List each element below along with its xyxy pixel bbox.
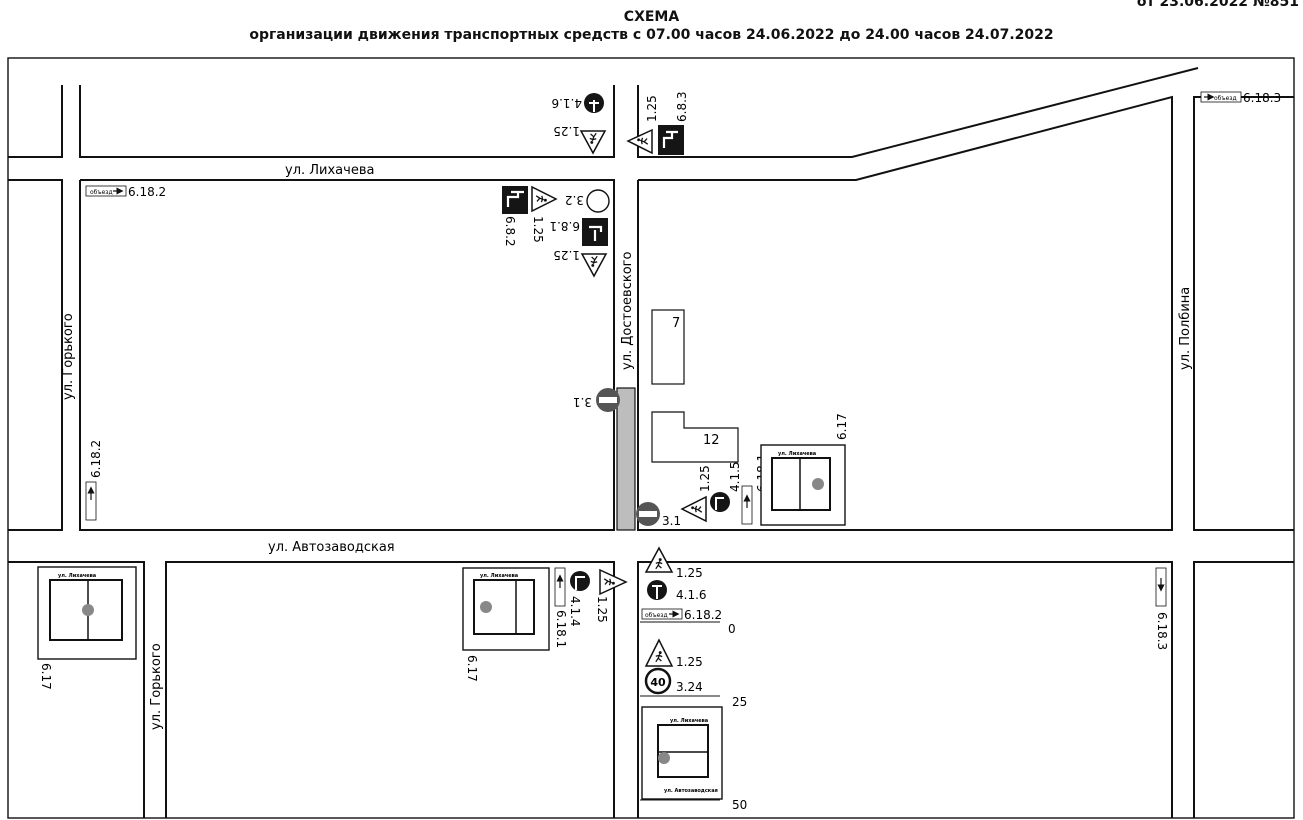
scheme-subtitle: организации движения транспортных средст… — [249, 27, 1054, 43]
road-edges — [8, 67, 1294, 818]
dead-end-sign-6-8-2 — [502, 186, 528, 214]
street-label-avtozavodskaya: ул. Автозаводская — [268, 540, 395, 555]
sign-code-1-25-mid-a: 1.25 — [531, 216, 545, 243]
detour-sign-6-18-2-left-vertical — [85, 481, 97, 521]
decree-reference: от 23.06.2022 №851 — [1136, 0, 1299, 10]
roadworks-sign-1-25-avto-c — [644, 546, 674, 573]
no-entry-sign-3-1-lower — [636, 502, 660, 526]
sign-code-6-18-3-right-vertical: 6.18.3 — [1155, 612, 1169, 650]
sign-code-4-1-5: 4.1.5 — [728, 461, 742, 492]
sign-code-6-17-upper: 6.17 — [835, 413, 849, 440]
street-label-polbina: ул. Полбина — [1178, 287, 1193, 370]
direction-sign-4-1-5 — [710, 492, 730, 512]
sign-code-4-1-4: 4.1.4 — [568, 596, 582, 627]
sign-code-3-1-lower: 3.1 — [662, 514, 681, 528]
closed-road-section — [616, 387, 636, 531]
sign-code-1-25-avto-c: 1.25 — [676, 566, 703, 580]
dead-end-sign-6-8-1 — [582, 218, 608, 246]
no-traffic-sign-3-2 — [586, 189, 610, 213]
svg-text:объезд: объезд — [1214, 95, 1237, 102]
sign-code-6-18-2-south: 6.18.2 — [684, 608, 722, 622]
distance-label-0: 0 — [728, 622, 736, 636]
sign-code-6-8-2: 6.8.2 — [503, 216, 517, 247]
sign-code-6-8-1: 6.8.1 — [549, 219, 580, 233]
speed-limit-value: 40 — [650, 676, 666, 689]
building-12-number: 12 — [703, 433, 720, 448]
svg-text:объезд: объезд — [645, 612, 668, 619]
direction-sign-4-1-4 — [570, 571, 590, 591]
detour-sign-6-18-2-left-top: объезд — [85, 185, 127, 197]
svg-text:ул. Лихачева: ул. Лихачева — [670, 718, 708, 724]
sign-code-6-8-3: 6.8.3 — [675, 91, 689, 122]
speed-limit-sign-3-24: 40 — [644, 667, 672, 695]
roadworks-sign-1-25-mid-a — [531, 185, 558, 213]
detour-sign-6-18-3-right-vertical — [1155, 567, 1167, 607]
sign-code-1-25-mid-b: 1.25 — [553, 248, 580, 262]
sign-code-6-17-center: 6.17 — [465, 655, 479, 682]
sign-code-6-18-2-left-vertical: 6.18.2 — [89, 440, 103, 478]
sign-code-4-1-6-top: 4.1.6 — [551, 96, 582, 110]
sign-code-6-18-2-left-top: 6.18.2 — [128, 185, 166, 199]
detour-sign-6-18-2-south: объезд — [641, 608, 683, 620]
svg-text:объезд: объезд — [90, 189, 113, 196]
sign-code-3-24: 3.24 — [676, 680, 703, 694]
building-7-number: 7 — [672, 316, 680, 331]
sign-code-6-18-1-center: 6.18.1 — [554, 610, 568, 648]
svg-text:ул. Лихачева: ул. Лихачева — [778, 451, 816, 457]
direction-sign-4-1-6-top — [584, 93, 604, 113]
street-label-likhacheva: ул. Лихачева — [285, 163, 374, 178]
sign-code-1-25-top-a: 1.25 — [553, 124, 580, 138]
dead-end-sign-6-8-3 — [658, 125, 684, 155]
svg-text:ул. Лихачева: ул. Лихачева — [58, 573, 96, 579]
no-entry-sign-3-1-upper — [596, 388, 620, 412]
sign-code-1-25-avto-b: 1.25 — [595, 596, 609, 623]
building-12 — [651, 411, 739, 463]
distance-label-25: 25 — [732, 695, 747, 709]
roadworks-sign-1-25-avto-b — [599, 568, 628, 596]
sign-code-1-25-avto-d: 1.25 — [676, 655, 703, 669]
sign-code-1-25-top-b: 1.25 — [645, 95, 659, 122]
roadworks-sign-1-25-mid-b — [580, 253, 608, 278]
roadworks-sign-1-25-avto-a — [680, 495, 707, 523]
sign-code-3-2: 3.2 — [565, 193, 584, 207]
scheme-title: СХЕМА — [623, 9, 680, 25]
detour-scheme-sign-6-17-upper: ул. Лихачева — [760, 444, 846, 526]
detour-sign-6-18-1-right — [741, 485, 753, 525]
distance-label-50: 50 — [732, 798, 747, 812]
roadworks-sign-1-25-avto-d — [644, 638, 674, 667]
roadworks-sign-1-25-top-b — [626, 128, 653, 155]
detour-scheme-sign-6-17-center: ул. Лихачева — [462, 567, 550, 651]
detour-scheme-sign-6-17-left: ул. Лихачева — [37, 566, 137, 660]
detour-sign-6-18-1-center — [554, 567, 566, 607]
direction-sign-4-1-6-south — [647, 580, 667, 600]
sign-code-3-1-upper: 3.1 — [573, 395, 592, 409]
roadworks-sign-1-25-top-a — [579, 130, 607, 155]
detour-scheme-sign-6-17-south: ул. Лихачева ул. Автозаводская — [641, 706, 723, 800]
document-header: от 23.06.2022 №851 СХЕМА организации дви… — [0, 0, 1303, 60]
sign-code-4-1-6-south: 4.1.6 — [676, 588, 707, 602]
sign-code-6-18-3-top: 6.18.3 — [1243, 91, 1281, 105]
sign-code-6-17-left: 6.17 — [39, 663, 53, 690]
svg-text:ул. Лихачева: ул. Лихачева — [480, 573, 518, 579]
street-label-gorkogo-south: ул. Горького — [149, 643, 164, 730]
street-label-dostoevskogo: ул. Достоевского — [620, 252, 635, 370]
svg-text:ул. Автозаводская: ул. Автозаводская — [664, 788, 718, 794]
detour-sign-6-18-3-top: объезд — [1200, 91, 1242, 103]
map-frame — [7, 57, 1295, 819]
street-label-gorkogo-north: ул. Горького — [61, 313, 76, 400]
sign-code-1-25-avto-a: 1.25 — [698, 465, 712, 492]
building-7 — [651, 309, 685, 385]
